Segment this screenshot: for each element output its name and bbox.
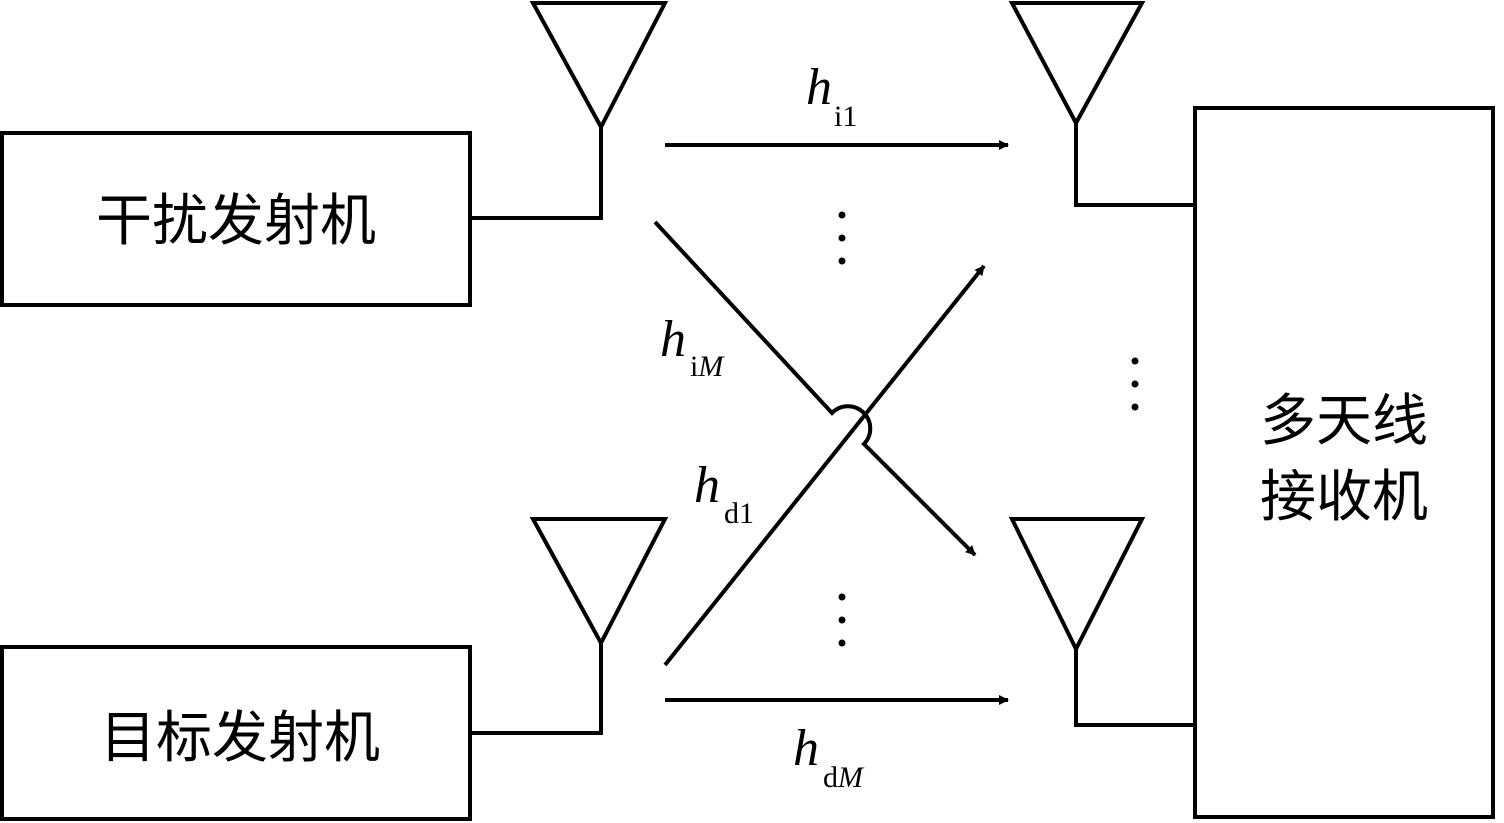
antenna-feed-line bbox=[1074, 649, 1195, 727]
interference-transmitter: 干扰发射机 bbox=[0, 131, 472, 307]
multi-antenna-receiver: 多天线 接收机 bbox=[1193, 106, 1495, 819]
target-tx-antenna bbox=[470, 517, 669, 735]
antenna-feed-line bbox=[470, 127, 603, 220]
target-transmitter: 目标发射机 bbox=[0, 645, 472, 821]
antenna-icon bbox=[529, 1, 669, 132]
interference-tx-antenna bbox=[470, 1, 669, 220]
channel-arrow-h-d1 bbox=[663, 264, 986, 667]
receiver-label-line1: 多天线 bbox=[1260, 389, 1428, 454]
label-h-dM: hdM bbox=[793, 720, 865, 794]
receiver-label-line2: 接收机 bbox=[1260, 465, 1428, 530]
interference-transmitter-label: 干扰发射机 bbox=[96, 189, 376, 254]
vertical-ellipsis-receiver bbox=[1131, 357, 1139, 411]
receiver-box bbox=[1193, 106, 1495, 819]
rx-antenna-M bbox=[1008, 517, 1195, 727]
antenna-feed-line bbox=[1074, 123, 1195, 207]
antenna-feed-line bbox=[470, 643, 603, 735]
rx-antenna-1 bbox=[1008, 0, 1195, 207]
vertical-ellipsis-upper bbox=[838, 211, 846, 265]
label-h-i1: hi1 bbox=[806, 59, 857, 133]
target-transmitter-label: 目标发射机 bbox=[100, 706, 380, 771]
antenna-icon bbox=[1008, 517, 1146, 654]
vertical-ellipsis-lower bbox=[838, 593, 846, 647]
antenna-icon bbox=[1008, 0, 1146, 128]
channel-arrow-h-iM bbox=[653, 220, 977, 557]
antenna-icon bbox=[529, 517, 669, 648]
